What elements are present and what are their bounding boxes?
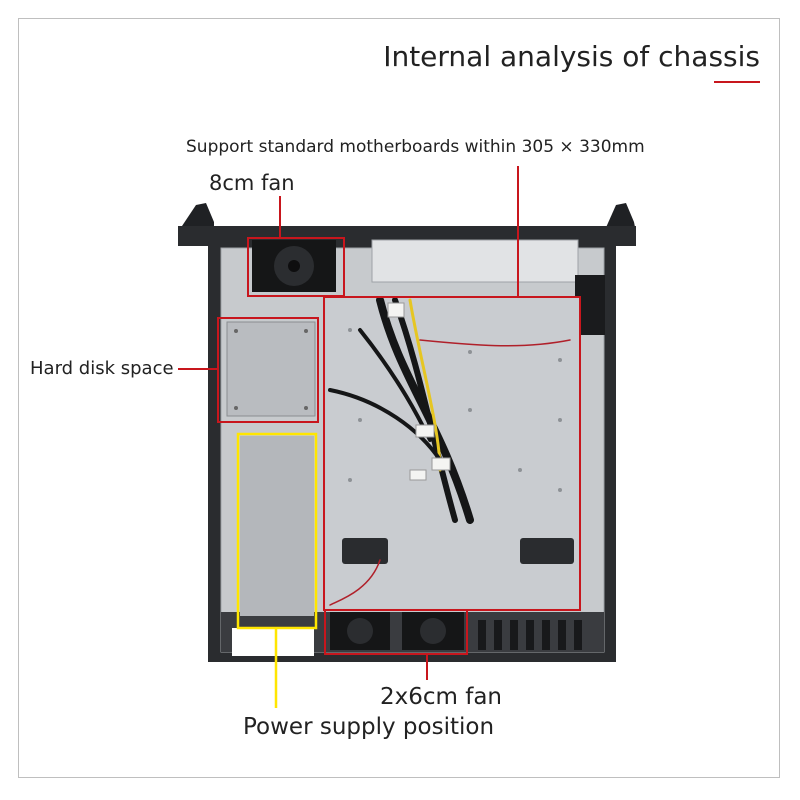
callout-box-2x6cm-fan	[324, 609, 468, 655]
title-underline	[714, 81, 760, 83]
psu-bay	[240, 436, 314, 616]
hard-disk-space-label: Hard disk space	[30, 358, 174, 379]
psu-cutout	[232, 628, 314, 656]
right-handle	[604, 203, 636, 232]
cable-bundle	[328, 296, 571, 606]
fan-8cm-label: 8cm fan	[209, 171, 295, 195]
page-title: Internal analysis of chassis	[383, 40, 760, 73]
power-supply-position-label: Power supply position	[243, 714, 495, 740]
hdd-plate	[226, 321, 316, 417]
motherboard-support-label: Support standard motherboards within 305…	[186, 137, 645, 157]
left-handle	[178, 203, 214, 232]
standoff-holes	[348, 328, 562, 492]
callout-box-8cm-fan	[247, 237, 345, 297]
top-bracket	[371, 239, 579, 283]
image-frame	[18, 18, 780, 778]
fan-2x6cm-label: 2x6cm fan	[380, 684, 503, 710]
expansion-slots	[478, 620, 582, 650]
